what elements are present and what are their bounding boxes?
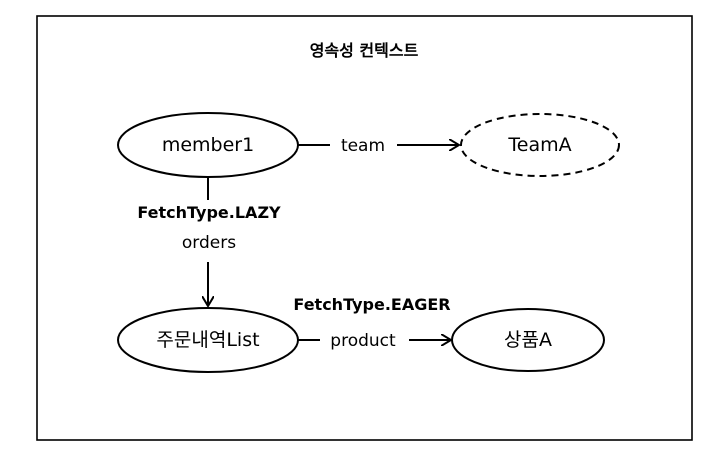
team-edge-label: team <box>341 136 385 156</box>
teamA-label: TeamA <box>507 134 571 156</box>
context-frame <box>36 15 693 441</box>
member1-label: member1 <box>162 134 254 156</box>
order-list-label: 주문내역List <box>156 329 259 351</box>
eager-fetch-label: FetchType.EAGER <box>293 295 450 314</box>
product-edge-label: product <box>330 331 396 351</box>
teamA-node <box>460 113 620 177</box>
orders-edge-label: orders <box>182 233 236 253</box>
context-title: 영속성 컨텍스트 <box>310 41 419 60</box>
productA-node <box>451 308 605 372</box>
productA-label: 상품A <box>504 329 552 351</box>
lazy-fetch-label: FetchType.LAZY <box>137 203 281 222</box>
